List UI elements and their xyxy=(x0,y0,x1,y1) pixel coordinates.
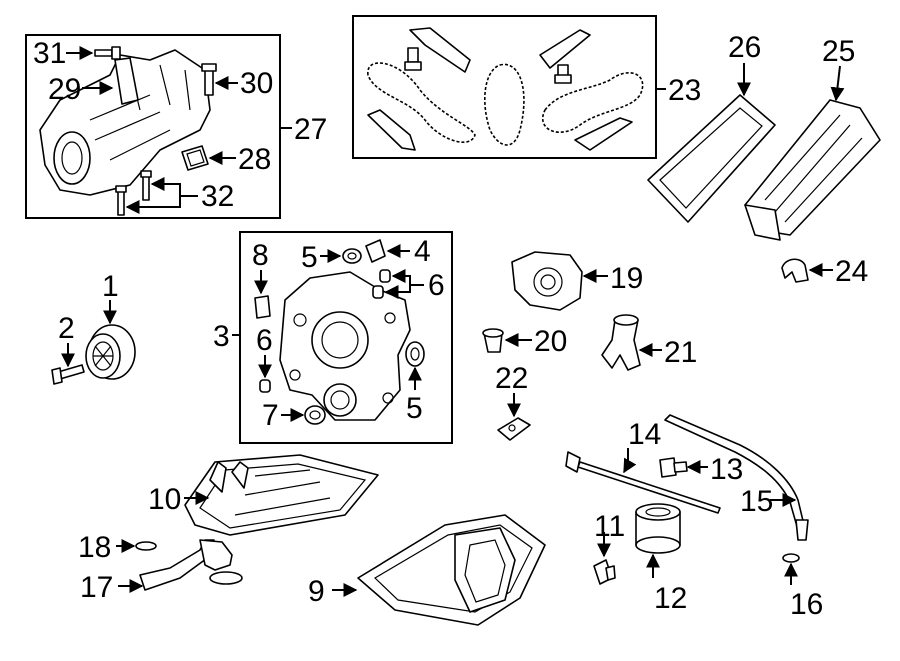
callout-27: 27 xyxy=(294,113,327,146)
dipstick-14 xyxy=(565,451,721,514)
callout-22: 22 xyxy=(495,362,528,395)
manifold-gasket xyxy=(181,145,209,171)
crank-damper xyxy=(85,324,136,380)
callout-12: 12 xyxy=(654,582,687,615)
callout-26: 26 xyxy=(728,31,761,64)
callout-25: 25 xyxy=(822,35,855,68)
chain-guides xyxy=(367,27,633,151)
callout-21: 21 xyxy=(664,336,697,369)
callout-10: 10 xyxy=(148,483,181,516)
gasket-22 xyxy=(497,417,531,441)
callout-6a: 6 xyxy=(428,269,445,302)
callout-13: 13 xyxy=(710,453,743,486)
callout-8: 8 xyxy=(252,239,269,272)
intake-manifold xyxy=(39,49,211,196)
callout-20: 20 xyxy=(534,325,567,358)
callout-17: 17 xyxy=(80,571,113,604)
callout-1: 1 xyxy=(102,270,119,303)
oring-16 xyxy=(782,553,800,563)
callout-15: 15 xyxy=(740,485,773,518)
timing-cover xyxy=(279,271,411,421)
damper-bolt xyxy=(51,364,85,385)
windage-tray-10 xyxy=(184,454,379,536)
callout-9: 9 xyxy=(308,575,325,608)
callout-28: 28 xyxy=(238,143,271,176)
callout-3: 3 xyxy=(213,320,230,353)
intake-manifold-group-box xyxy=(25,34,281,219)
callout-19: 19 xyxy=(610,262,643,295)
tensioner-bolts xyxy=(404,47,572,84)
timing-chains xyxy=(367,62,644,146)
dowels-6 xyxy=(259,269,391,393)
valve-cover xyxy=(744,99,881,241)
bushing-20 xyxy=(482,328,504,353)
callout-11: 11 xyxy=(594,510,625,543)
callout-29: 29 xyxy=(48,73,81,106)
filter-adapter-11 xyxy=(593,559,616,585)
seal-7 xyxy=(304,405,326,425)
callout-18: 18 xyxy=(78,531,111,564)
callout-5b: 5 xyxy=(406,392,423,425)
callout-30: 30 xyxy=(240,67,273,100)
callout-23: 23 xyxy=(668,74,701,107)
oil-pump xyxy=(511,251,583,311)
manifold-bolt-31 xyxy=(94,46,121,60)
pickup-tube-21 xyxy=(601,314,641,371)
callout-32: 32 xyxy=(201,180,234,213)
manifold-bolt-30 xyxy=(201,63,217,96)
cover-seal-right xyxy=(405,341,425,367)
callout-6b: 6 xyxy=(256,324,273,357)
callout-31: 31 xyxy=(33,37,66,70)
oil-pan-9 xyxy=(357,514,546,626)
plug-8 xyxy=(254,295,271,319)
callout-7: 7 xyxy=(262,399,279,432)
cover-gasket-4 xyxy=(365,239,386,263)
oil-pickup-17 xyxy=(139,539,243,591)
timing-chain-group-box xyxy=(352,15,657,159)
oil-filter-12 xyxy=(635,503,681,554)
callout-14: 14 xyxy=(628,418,661,451)
callout-4: 4 xyxy=(414,235,431,268)
callout-2: 2 xyxy=(58,312,75,345)
oil-pressure-sensor-13 xyxy=(659,457,688,478)
callout-16: 16 xyxy=(790,588,823,621)
callout-5a: 5 xyxy=(301,241,318,274)
timing-cover-group-box xyxy=(239,231,453,444)
dipstick-tube-15 xyxy=(664,414,809,541)
pcv-elbow xyxy=(781,258,809,283)
callout-24: 24 xyxy=(835,255,868,288)
valve-cover-gasket xyxy=(647,94,776,223)
cover-seal-top xyxy=(342,248,362,264)
oring-18 xyxy=(135,541,157,551)
